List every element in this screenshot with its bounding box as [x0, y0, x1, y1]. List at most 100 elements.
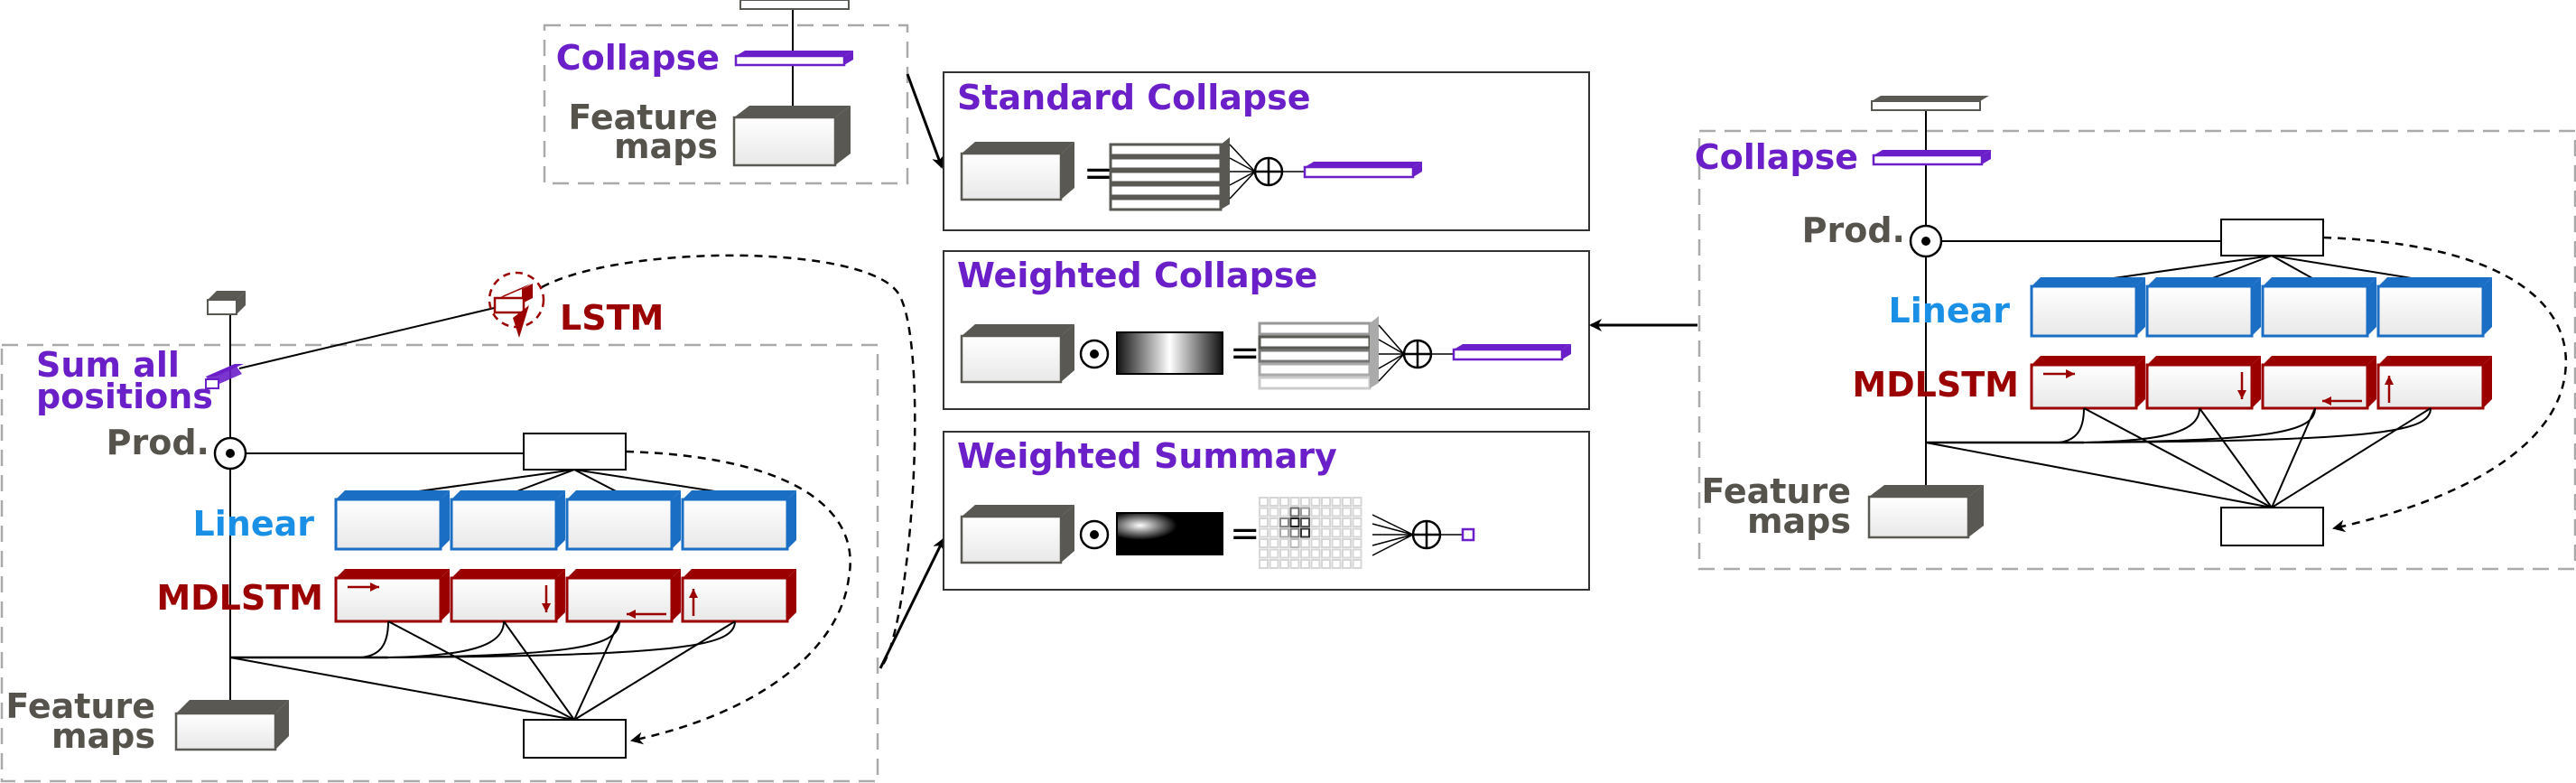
top-left-to-standard-arrow [906, 73, 944, 169]
right-mdlstm-blocks [2030, 356, 2492, 410]
left-linear-blocks [334, 490, 796, 551]
right-dashed-frame [1697, 129, 2576, 571]
left-sum-label-2: positions [36, 377, 213, 416]
weighted-summary-title: Weighted Summary [957, 436, 1337, 476]
grid-cell [1279, 507, 1289, 517]
grid-cell [1352, 559, 1362, 569]
grid-cell [1300, 527, 1310, 538]
grid-cell [1259, 527, 1269, 538]
grid-cell [1331, 559, 1342, 569]
right-mdlstm-label: MDLSTM [1852, 365, 2019, 405]
grid-cell [1279, 527, 1289, 538]
left-lstm-cube [488, 271, 545, 338]
right-collapse-bar [1872, 150, 1991, 166]
weighted-collapse-panel: Weighted Collapse = [943, 250, 1590, 410]
summary-spot-map [1116, 512, 1223, 555]
left-output-cube [207, 291, 246, 315]
grid-cell [1331, 538, 1342, 548]
grid-cell [1321, 548, 1331, 559]
left-sum-cube [205, 364, 244, 389]
grid-cell [1279, 497, 1289, 507]
weighted-input-cube [960, 324, 1074, 384]
grid-cell [1259, 507, 1269, 517]
standard-equals-icon: = [1083, 153, 1114, 194]
top-left-collapse-label: Collapse [556, 38, 720, 78]
left-linear-label: Linear [193, 504, 315, 544]
grid-cell [1259, 538, 1269, 548]
grid-cell [1342, 559, 1352, 569]
right-prod-label: Prod. [1802, 210, 1905, 250]
top-left-output-cube [739, 0, 850, 10]
weighted-equals-icon: = [1230, 332, 1260, 374]
left-panel: Sum all positions LSTM Prod. [0, 254, 945, 783]
grid-cell [1310, 497, 1321, 507]
left-prod-label: Prod. [107, 423, 209, 462]
summary-input-cube [960, 505, 1074, 564]
right-linear-label: Linear [1889, 291, 2011, 331]
summary-output-cube [1461, 527, 1475, 542]
grid-cell [1289, 538, 1300, 548]
grid-cell [1342, 538, 1352, 548]
right-attention-box [2220, 219, 2324, 256]
left-sum-label-1: Sum all [36, 345, 180, 385]
grid-cell [1259, 497, 1269, 507]
grid-cell [1259, 517, 1269, 527]
grid-cell [1342, 548, 1352, 559]
grid-cell [1300, 538, 1310, 548]
top-left-panel: Collapse Feature maps [543, 0, 944, 185]
grid-cell [1279, 548, 1289, 559]
left-dashed-frame [0, 343, 879, 783]
grid-cell [1331, 517, 1342, 527]
grid-cell [1342, 497, 1352, 507]
left-feature-label-2: maps [51, 716, 155, 756]
right-panel: Collapse Prod. [1589, 96, 2576, 571]
grid-cell [1289, 507, 1300, 517]
grid-cell [1331, 527, 1342, 538]
right-feature-label-1: Feature [1701, 471, 1851, 511]
left-odot-icon [213, 436, 247, 471]
grid-cell [1259, 548, 1269, 559]
grid-cell [1310, 517, 1321, 527]
standard-output-bar [1303, 162, 1422, 179]
grid-cell [1269, 507, 1279, 517]
grid-cell [1310, 527, 1321, 538]
grid-cell [1331, 497, 1342, 507]
right-feature-maps-cube [1867, 485, 1984, 539]
summary-oplus-icon [1411, 519, 1442, 550]
grid-cell [1310, 559, 1321, 569]
grid-cell [1342, 517, 1352, 527]
grid-cell [1300, 559, 1310, 569]
top-left-dashed-frame [543, 23, 909, 185]
grid-cell [1300, 497, 1310, 507]
grid-cell [1269, 527, 1279, 538]
left-bottom-box [523, 719, 627, 759]
left-attention-box [523, 433, 627, 471]
right-odot-icon [1909, 224, 1943, 258]
top-left-feature-maps-cube [732, 106, 851, 167]
grid-cell [1269, 538, 1279, 548]
right-feature-label-2: maps [1747, 501, 1851, 541]
top-left-feature-label-2: maps [614, 126, 718, 166]
grid-cell [1289, 527, 1300, 538]
summary-equals-icon: = [1230, 513, 1260, 555]
grid-cell [1352, 527, 1362, 538]
weighted-odot-icon [1079, 339, 1110, 369]
grid-cell [1289, 497, 1300, 507]
summary-odot-icon [1079, 519, 1110, 550]
grid-cell [1352, 507, 1362, 517]
weighted-output-bar [1452, 344, 1571, 361]
weighted-gradient-map [1116, 331, 1223, 375]
grid-cell [1289, 559, 1300, 569]
grid-cell [1289, 517, 1300, 527]
right-output-cube [1871, 96, 1989, 111]
standard-oplus-icon [1253, 156, 1284, 187]
grid-cell [1310, 548, 1321, 559]
grid-cell [1259, 559, 1269, 569]
grid-cell [1321, 507, 1331, 517]
grid-cell [1279, 517, 1289, 527]
weighted-oplus-icon [1402, 339, 1433, 369]
grid-cell [1279, 538, 1289, 548]
grid-cell [1342, 527, 1352, 538]
right-collapse-label: Collapse [1695, 137, 1858, 177]
